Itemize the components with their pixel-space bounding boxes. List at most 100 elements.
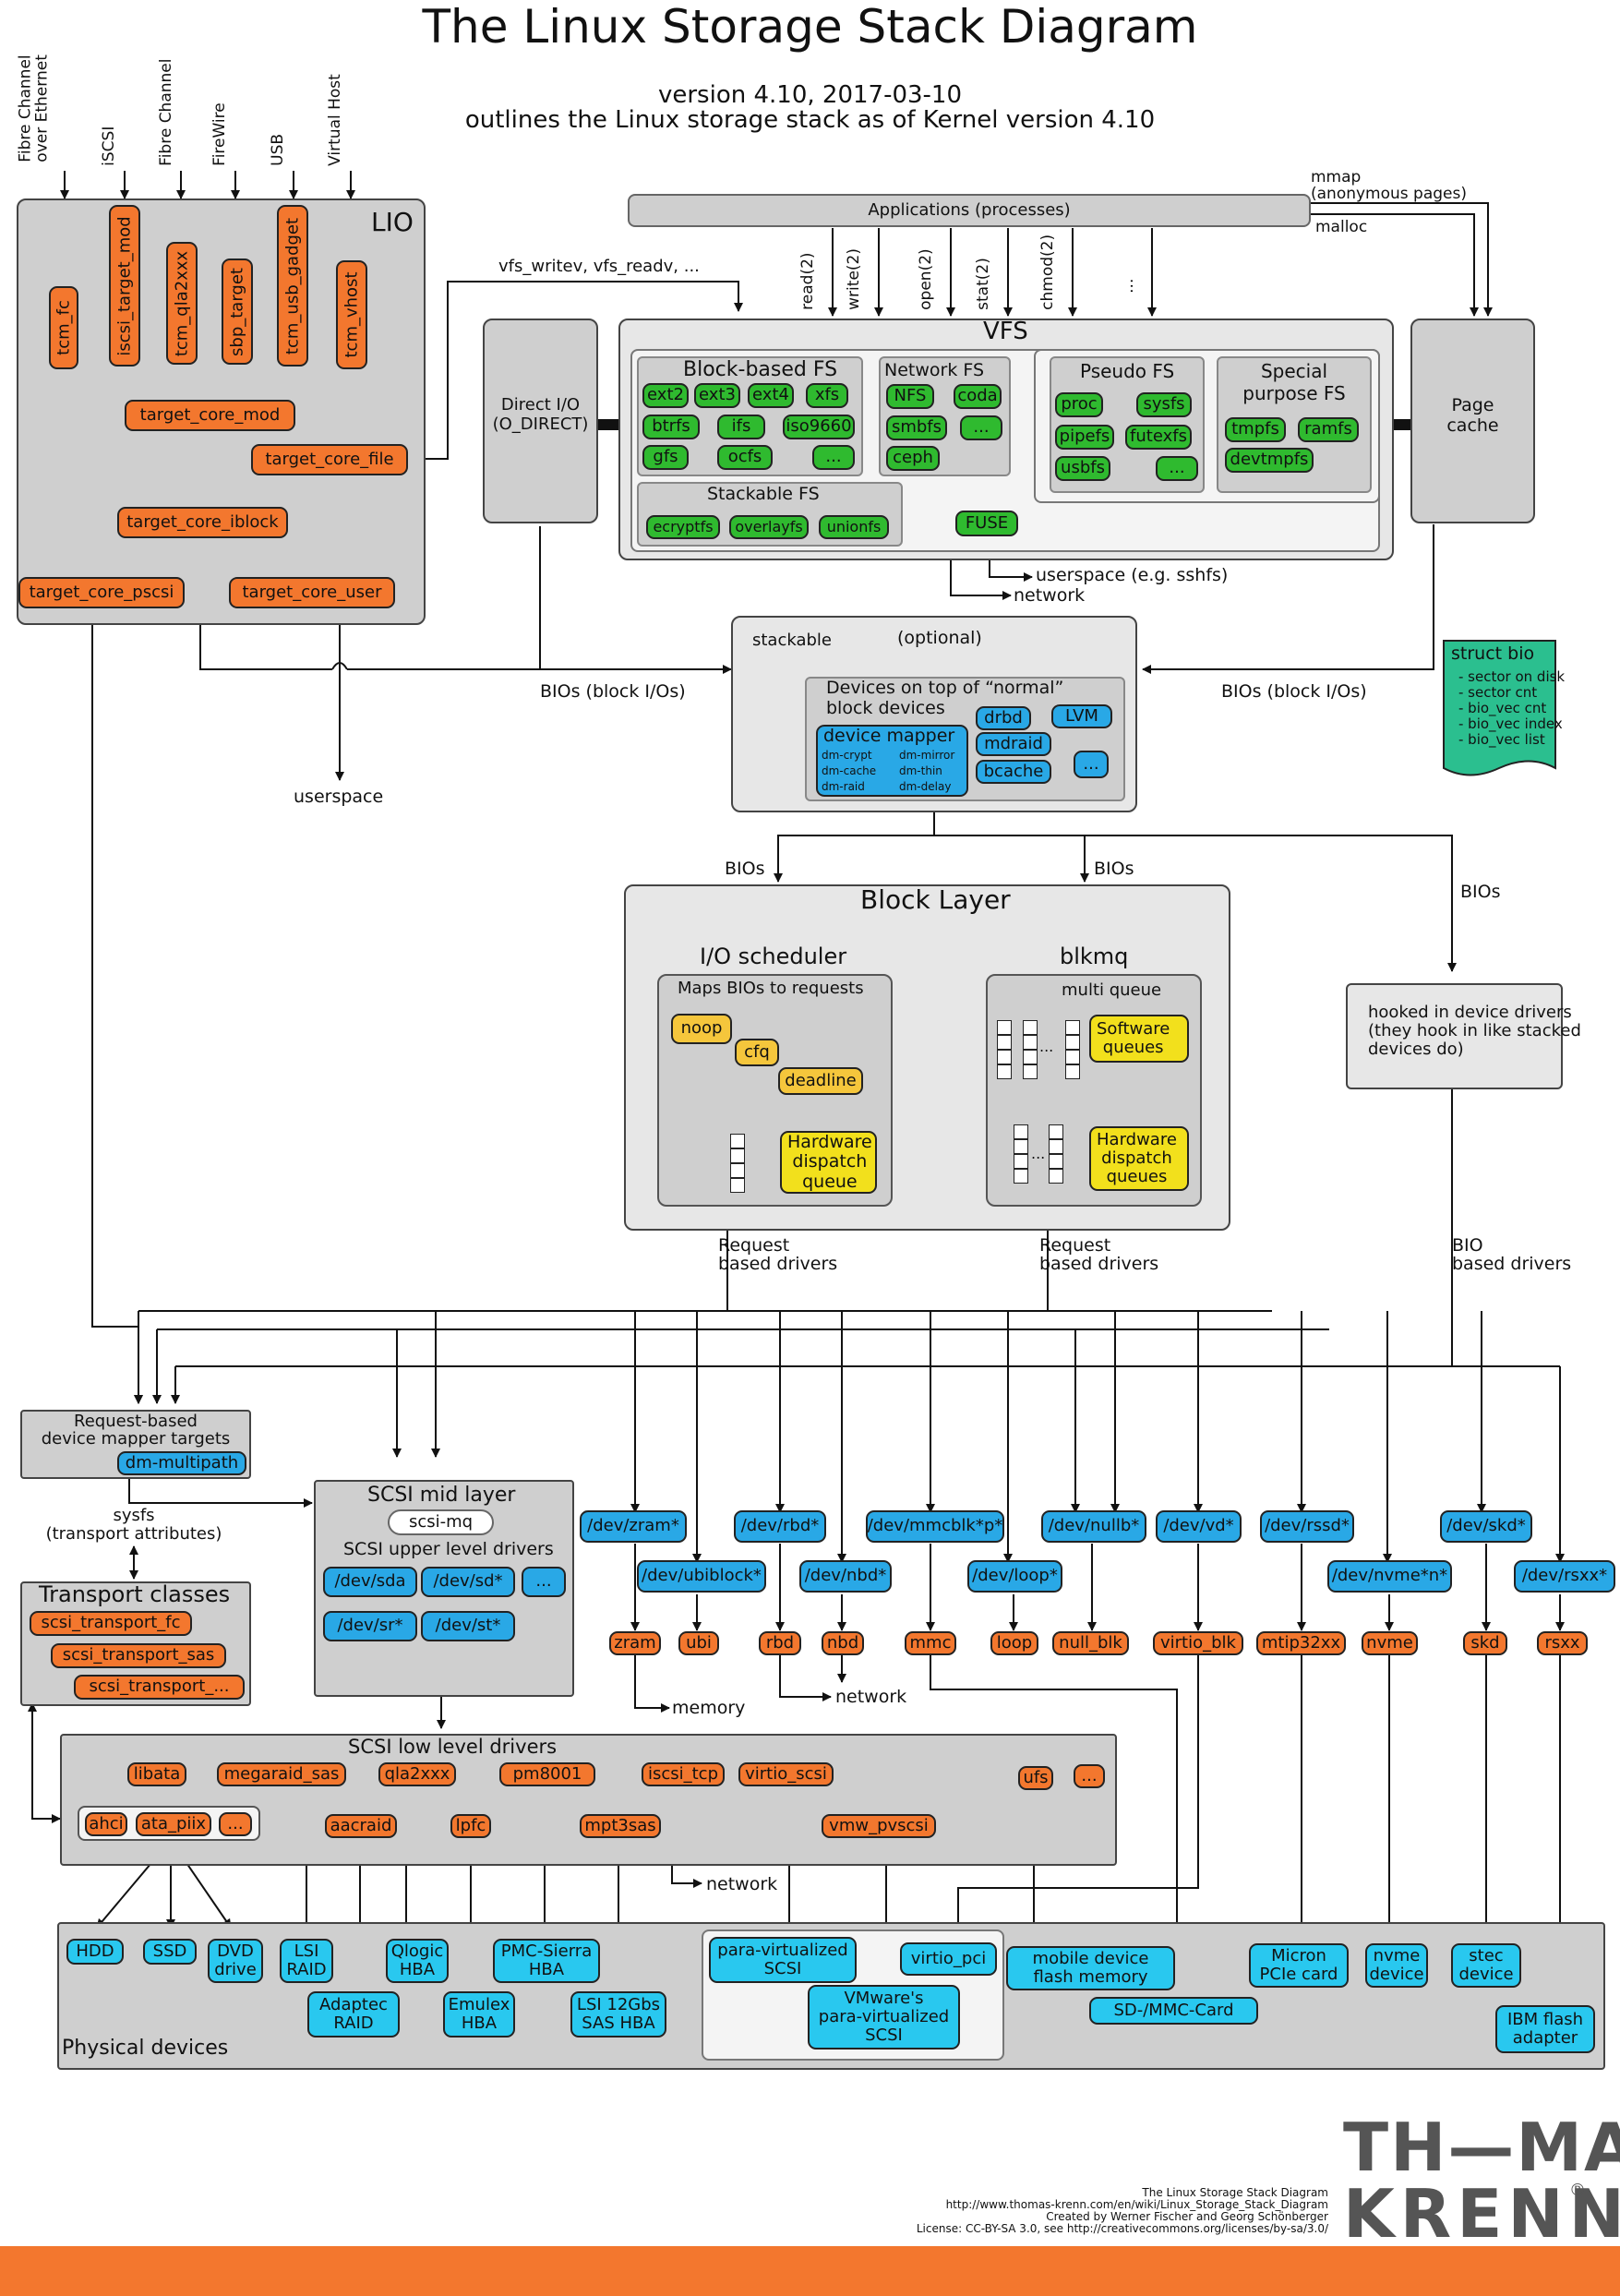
dev-mmcblk[interactable]: /dev/mmcblk*p* <box>866 1510 1004 1543</box>
dev-loop[interactable]: /dev/loop* <box>967 1560 1062 1593</box>
dev-sda[interactable]: /dev/sda <box>323 1567 417 1597</box>
applications-bar[interactable]: Applications (processes) <box>628 194 1311 227</box>
fs-network-more[interactable]: ... <box>960 415 1002 440</box>
driver-rsxx[interactable]: rsxx <box>1537 1631 1588 1655</box>
driver-mmc[interactable]: mmc <box>905 1631 956 1655</box>
phys-pmc-sierra[interactable]: PMC-Sierra HBA <box>493 1939 600 1983</box>
scsi-transport-sas[interactable]: scsi_transport_sas <box>51 1643 226 1668</box>
phys-stec[interactable]: stec device <box>1451 1943 1521 1988</box>
scsi-transport-more[interactable]: scsi_transport_... <box>74 1675 245 1700</box>
phys-nvme-device[interactable]: nvme device <box>1365 1943 1428 1988</box>
driver-nvme[interactable]: nvme <box>1362 1631 1418 1655</box>
fs-ext4[interactable]: ext4 <box>748 383 794 408</box>
dev-rbd[interactable]: /dev/rbd* <box>734 1510 826 1543</box>
optional-more[interactable]: ... <box>1074 751 1109 778</box>
fs-proc[interactable]: proc <box>1055 392 1103 417</box>
fs-nfs[interactable]: NFS <box>886 384 934 409</box>
driver-nbd[interactable]: nbd <box>822 1631 864 1655</box>
ahci[interactable]: ahci <box>85 1812 127 1836</box>
lpfc[interactable]: lpfc <box>450 1814 491 1838</box>
phys-lsi-12gbs[interactable]: LSI 12Gbs SAS HBA <box>570 1991 666 2038</box>
device-mapper-box[interactable] <box>816 725 968 797</box>
dev-rsxx[interactable]: /dev/rsxx* <box>1514 1560 1615 1593</box>
lvm[interactable]: LVM <box>1051 704 1112 728</box>
driver-virtio-blk[interactable]: virtio_blk <box>1153 1631 1243 1655</box>
driver-mtip32xx[interactable]: mtip32xx <box>1256 1631 1346 1655</box>
lio-target-core-mod[interactable]: target_core_mod <box>125 400 295 431</box>
fs-btrfs[interactable]: btrfs <box>642 415 700 439</box>
mdraid[interactable]: mdraid <box>976 732 1051 756</box>
pm8001[interactable]: pm8001 <box>499 1762 595 1786</box>
scsi-upper-more[interactable]: ... <box>522 1567 566 1597</box>
phys-vmware-pvscsi[interactable]: VMware's para-virtualized SCSI <box>808 1985 960 2050</box>
drbd[interactable]: drbd <box>976 706 1031 730</box>
fs-tmpfs[interactable]: tmpfs <box>1225 417 1286 442</box>
fs-iso9660[interactable]: iso9660 <box>783 415 855 439</box>
phys-qlogic[interactable]: Qlogic HBA <box>386 1939 449 1983</box>
driver-null-blk[interactable]: null_blk <box>1052 1631 1129 1655</box>
driver-rbd[interactable]: rbd <box>759 1631 801 1655</box>
fs-overlayfs[interactable]: overlayfs <box>729 515 809 539</box>
driver-ubi[interactable]: ubi <box>678 1631 719 1655</box>
lio-target-core-iblock[interactable]: target_core_iblock <box>117 507 288 538</box>
phys-hdd[interactable]: HDD <box>66 1939 124 1965</box>
driver-loop[interactable]: loop <box>990 1631 1038 1655</box>
vmw-pvscsi[interactable]: vmw_pvscsi <box>822 1814 936 1838</box>
phys-micron[interactable]: Micron PCIe card <box>1249 1943 1349 1988</box>
driver-skd[interactable]: skd <box>1463 1631 1507 1655</box>
virtio-scsi[interactable]: virtio_scsi <box>738 1762 834 1786</box>
fs-ext3[interactable]: ext3 <box>694 383 740 408</box>
dev-zram[interactable]: /dev/zram* <box>580 1510 687 1543</box>
phys-adaptec[interactable]: Adaptec RAID <box>307 1991 400 2038</box>
ata-piix[interactable]: ata_piix <box>136 1812 211 1836</box>
dev-sd[interactable]: /dev/sd* <box>421 1567 515 1597</box>
dev-nvme[interactable]: /dev/nvme*n* <box>1327 1560 1452 1593</box>
fs-ifs[interactable]: ifs <box>717 415 765 439</box>
driver-zram[interactable]: zram <box>609 1631 661 1655</box>
dev-ubiblock[interactable]: /dev/ubiblock* <box>637 1560 766 1593</box>
fs-unionfs[interactable]: unionfs <box>819 515 889 539</box>
hardware-dispatch-queues[interactable]: Hardware dispatch queues <box>1089 1126 1189 1191</box>
lio-sbp-target[interactable]: sbp_target <box>222 258 253 365</box>
phys-lsi-raid[interactable]: LSI RAID <box>280 1939 333 1983</box>
lio-tcm-usb-gadget[interactable]: tcm_usb_gadget <box>277 205 308 367</box>
fs-pipefs[interactable]: pipefs <box>1055 425 1114 450</box>
phys-mobile-flash[interactable]: mobile device flash memory <box>1006 1946 1175 1990</box>
dev-nbd[interactable]: /dev/nbd* <box>799 1560 892 1593</box>
lio-iscsi-target-mod[interactable]: iscsi_target_mod <box>109 205 140 367</box>
fs-coda[interactable]: coda <box>954 384 1002 409</box>
phys-virtio-pci[interactable]: virtio_pci <box>900 1942 997 1976</box>
dev-vd[interactable]: /dev/vd* <box>1156 1510 1242 1543</box>
aacraid[interactable]: aacraid <box>325 1814 397 1838</box>
scsi-transport-fc[interactable]: scsi_transport_fc <box>30 1611 192 1636</box>
dm-multipath[interactable]: dm-multipath <box>117 1451 246 1475</box>
hw-dispatch-queue[interactable]: Hardware dispatch queue <box>780 1131 877 1194</box>
lio-target-core-pscsi[interactable]: target_core_pscsi <box>18 577 185 608</box>
libata[interactable]: libata <box>127 1762 186 1786</box>
dev-sr[interactable]: /dev/sr* <box>323 1611 417 1641</box>
fs-fuse[interactable]: FUSE <box>955 511 1018 536</box>
sched-noop[interactable]: noop <box>671 1014 732 1044</box>
sched-cfq[interactable]: cfq <box>735 1039 779 1066</box>
fs-sysfs[interactable]: sysfs <box>1136 392 1192 417</box>
fs-ext2[interactable]: ext2 <box>642 383 689 408</box>
phys-ibm-flash[interactable]: IBM flash adapter <box>1495 2005 1595 2053</box>
megaraid-sas[interactable]: megaraid_sas <box>217 1762 346 1786</box>
scsi-low-more[interactable]: ... <box>1074 1764 1105 1788</box>
bcache[interactable]: bcache <box>976 760 1051 784</box>
lio-target-core-user[interactable]: target_core_user <box>229 577 395 608</box>
fs-smbfs[interactable]: smbfs <box>886 415 947 440</box>
lio-tcm-vhost[interactable]: tcm_vhost <box>336 260 367 369</box>
fs-ecryptfs[interactable]: ecryptfs <box>646 515 720 539</box>
sched-deadline[interactable]: deadline <box>778 1067 863 1095</box>
dev-skd[interactable]: /dev/skd* <box>1440 1510 1532 1543</box>
iscsi-tcp[interactable]: iscsi_tcp <box>642 1762 725 1786</box>
lio-tcm-qla2xxx[interactable]: tcm_qla2xxx <box>166 242 198 365</box>
dev-rssd[interactable]: /dev/rssd* <box>1260 1510 1354 1543</box>
fs-ocfs[interactable]: ocfs <box>717 445 773 470</box>
dev-nullb[interactable]: /dev/nullb* <box>1041 1510 1146 1543</box>
dev-st[interactable]: /dev/st* <box>421 1611 515 1641</box>
fs-gfs[interactable]: gfs <box>642 445 689 470</box>
ata-more[interactable]: ... <box>219 1812 252 1836</box>
phys-sd-mmc[interactable]: SD-/MMC-Card <box>1089 1997 1258 2025</box>
